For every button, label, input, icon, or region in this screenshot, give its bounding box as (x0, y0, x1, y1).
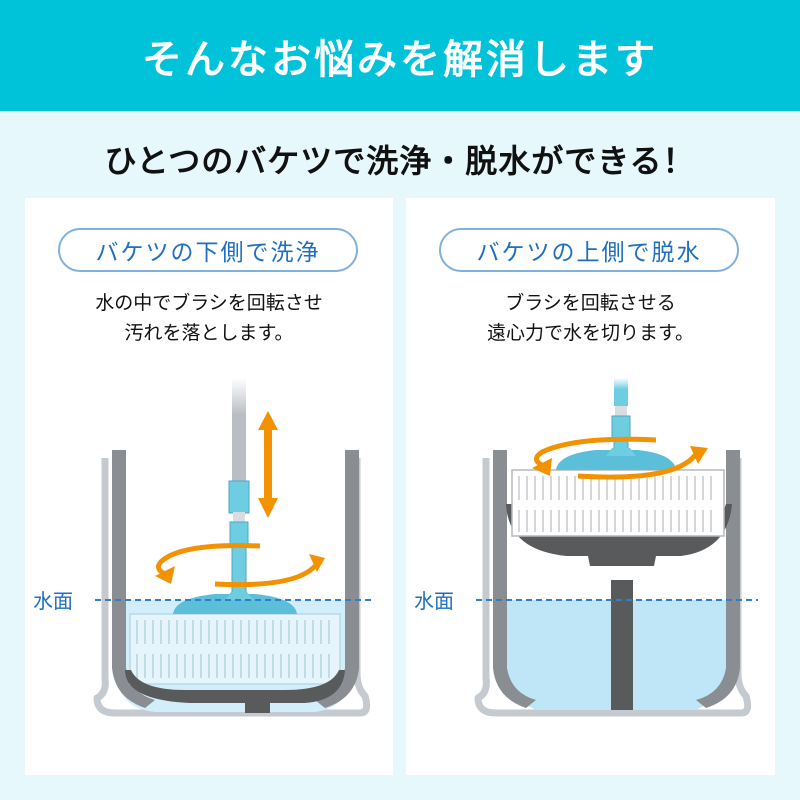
header-banner: そんなお悩みを解消します (0, 0, 800, 111)
rotation-arrow-icon (534, 436, 699, 480)
bucket-wall-left (493, 450, 536, 708)
rotation-arrow-icon (156, 543, 317, 588)
bucket-wall-left (112, 450, 155, 708)
header-title: そんなお悩みを解消します (142, 36, 658, 83)
panel-wash: バケツの下側で洗浄 水の中でブラシを回転させ 汚れを落とします。 (25, 198, 393, 775)
dry-description: ブラシを回転させる 遠心力で水を切ります。 (406, 288, 775, 348)
wash-desc-line1: 水の中でブラシを回転させ (95, 292, 323, 314)
basket-base (125, 670, 345, 713)
wash-label-pill: バケツの下側で洗浄 (58, 228, 358, 272)
bucket-wall-right (315, 450, 359, 708)
pole-joint-lower (229, 521, 249, 547)
brush-basket (511, 450, 725, 537)
bucket-frame (93, 458, 371, 717)
mop-pole (614, 378, 628, 406)
wash-description: 水の中でブラシを回転させ 汚れを落とします。 (25, 288, 393, 348)
pole-joint-lower (611, 415, 631, 441)
dry-desc-line1: ブラシを回転させる (505, 292, 676, 314)
bucket-frame (474, 458, 752, 717)
wash-desc-line2: 汚れを落とします。 (124, 322, 294, 344)
spin-dry-illustration: 水面 (414, 378, 758, 717)
up-down-arrow-icon (258, 411, 278, 518)
water-surface-label: 水面 (33, 589, 73, 613)
panel-spin-dry: バケツの上側で脱水 ブラシを回転させる 遠心力で水を切ります。 (406, 198, 775, 775)
dry-label-pill: バケツの上側で脱水 (439, 228, 739, 272)
dry-desc-line2: 遠心力で水を切ります。 (486, 322, 695, 344)
wash-illustration: 水面 (33, 378, 371, 717)
mop-pole (232, 378, 246, 483)
brush-basket (129, 594, 341, 685)
pole-joint-upper (228, 480, 250, 514)
subtitle: ひとつのバケツで洗浄・脱水ができる！ (104, 142, 696, 180)
support-post (611, 580, 633, 710)
water-surface-label: 水面 (414, 589, 454, 613)
